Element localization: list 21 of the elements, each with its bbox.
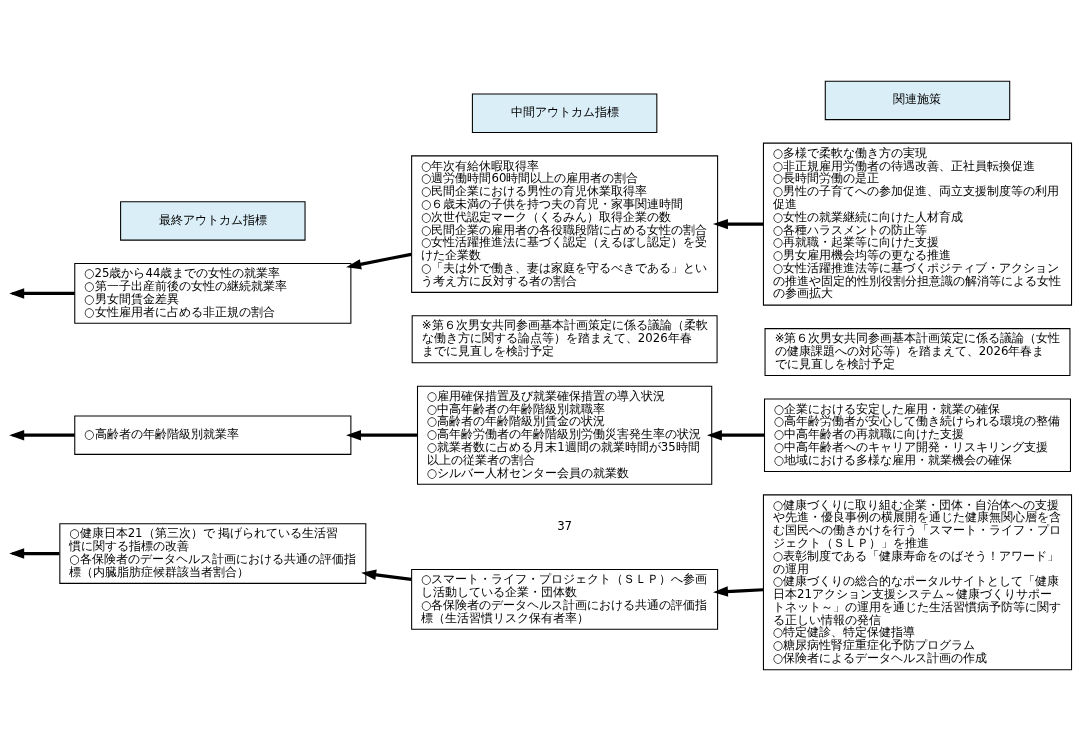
node-box: ○多様で柔軟な働き方の実現 ○非正規雇用労働者の待遇改善、正社員転換促進 ○長時間労働の是正 ○男性の子育てへの参加促進、両立支援制度等の利用促進 ○女性の就業継続に向けた人材育成 ○各種ハラスメントの防止等 ○再就職・起業等に向けた支援 ○男女雇用機会均等の更なる推進 ○女性活躍推進法等に基づくポジティブ・アクションの推進や固定的性別役割分担意識の解消等による女性の参画拡大 [762, 142, 1073, 306]
arrow [706, 429, 765, 440]
node-box: 最終アウトカム指標 [120, 200, 306, 241]
node-box: ○健康日本21（第三次）で 掲げられている生活習慣に関する指標の改善 ○各保険者のデータヘルス計画における共通の評価指標（内臓脂肪症候群該当者割合） [59, 522, 367, 584]
arrow [713, 585, 764, 597]
node-box: ○スマート・ライフ・プロジェクト（ＳＬＰ）へ参画し活動している企業・団体数 ○各保険者のデータヘルス計画における共通の評価指標（生活習慣リスク保有者率） [411, 568, 719, 630]
arrow [346, 429, 418, 440]
node-box: ○年次有給休暇取得率 ○週労働時間60時間以上の雇用者の割合 ○民間企業における男性の育児休業取得率 ○６歳未満の子供を持つ夫の育児・家事関連時間 ○次世代認定マーク（くるみん）取得企業の数 ○民間企業の雇用者の各役職段階に占める女性の割合 ○女性活躍推進法に基づく認定（えるぼし認定）を受けた企業数 ○「夫は外で働き、妻は家庭を守るべきである」という考え方に反対する者の割合 [411, 154, 719, 293]
node-box: ※第６次男女共同参画基本計画策定に係る議論（柔軟な働き方に関する論点等）を踏まえて、2026年春までに見直しを検討予定 [411, 314, 718, 363]
node-box: ○健康づくりに取り組む企業・団体・自治体への支援や先進・優良事例の横展開を通じた健康無関心層を含む国民への働きかけを行う「スマート・ライフ・プロジェクト（ＳＬＰ）」を推進 ○表彰制度である「健康寿命をのばそう！アワード」の運用 ○健康づくりの総合的なポータルサイトとして「健康日本21アクション支援システム～健康づくりサポートネット～」の運用を通じた生活習慣病予防等に関する正しい情報の発信 ○特定健診、特定保健指導 ○糖尿病性腎症重症化予防プログラム ○保険者によるデータヘルス計画の作成 [762, 493, 1073, 670]
node-box: 関連施策 [824, 80, 1011, 120]
arrow [361, 569, 412, 581]
node-box: 中間アウトカム指標 [471, 93, 658, 133]
arrow [346, 252, 412, 269]
node-box: ○雇用確保措置及び就業確保措置の導入状況 ○中高年齢者の年齢階級別就職率 ○高齢者の年齢階級別賃金の状況 ○高年齢労働者の年齢階級別労働災害発生率の状況 ○就業者数に占める月末1週間の就業時間が35時間以上の従業者の割合 ○シルバー人材センター会員の就業数 [416, 385, 713, 485]
node-box: ○高齢者の年齢階級別就業率 [74, 414, 352, 455]
node-box: ○企業における安定した雇用・就業の確保 ○高年齢労働者が安心して働き続けられる環境の整備 ○中高年齢者の再就職に向けた支援 ○中高年齢者へのキャリア開発・リスキリング支援 ○地域における多様な雇用・就業機会の確保 [763, 397, 1071, 472]
node-box: ※第６次男女共同参画基本計画策定に係る議論（女性の健康課題への対応等）を踏まえて、2026年春までに見直しを検討予定 [764, 327, 1071, 376]
label: 37 [557, 518, 573, 533]
node-box: ○25歳から44歳までの女性の就業率 ○第一子出産前後の女性の継続就業率 ○男女間賃金差異 ○女性雇用者に占める非正規の割合 [74, 262, 352, 324]
arrow [712, 218, 764, 229]
